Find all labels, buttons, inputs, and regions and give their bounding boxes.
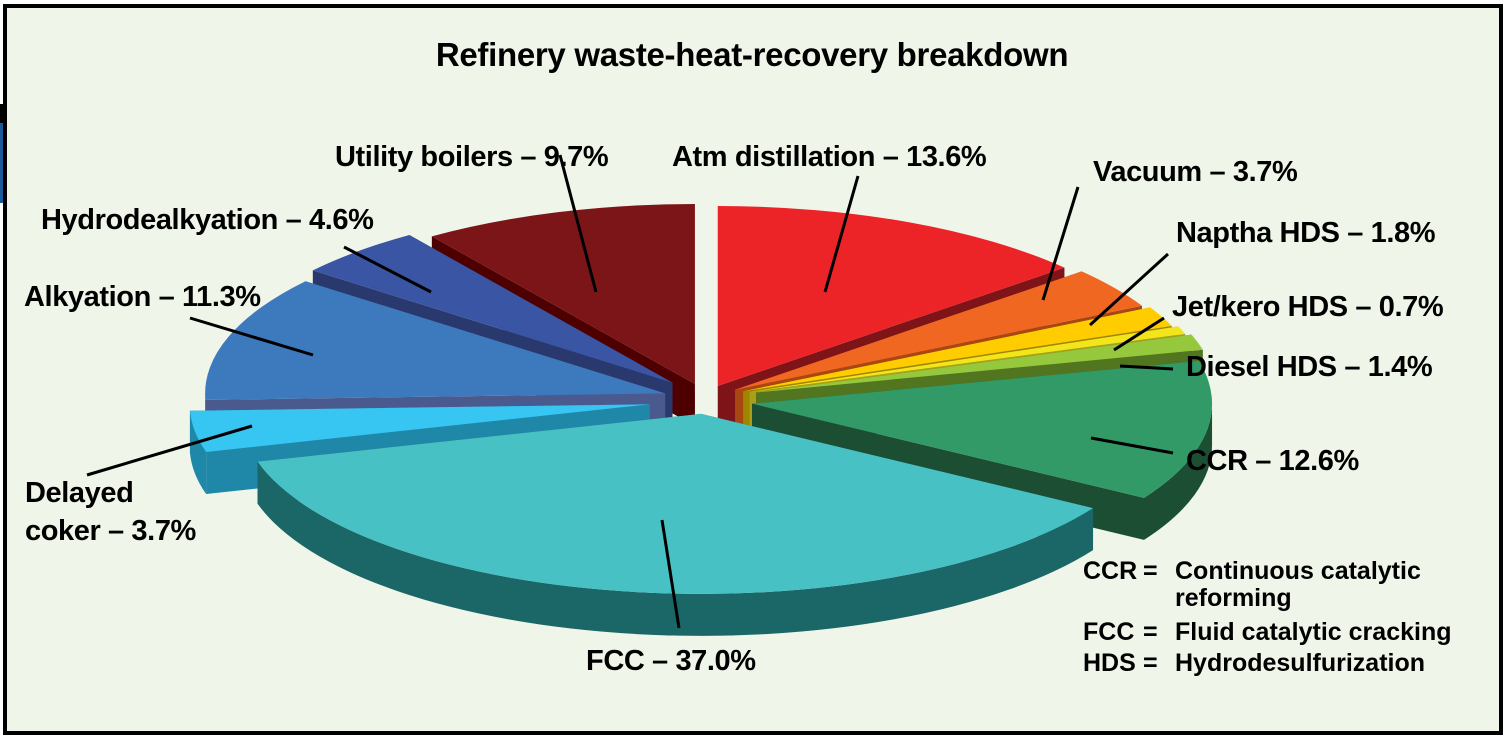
glossary-row-hds: HDS = Hydrodesulfurization <box>1083 648 1452 679</box>
glossary-abbr: HDS <box>1083 649 1136 677</box>
label-fcc: FCC – 37.0% <box>586 645 756 677</box>
glossary-abbr: FCC <box>1083 618 1135 646</box>
leader-jet-kero-hds <box>1113 316 1165 352</box>
label-vacuum: Vacuum – 3.7% <box>1093 156 1298 188</box>
chart-title: Refinery waste-heat-recovery breakdown <box>435 36 1069 73</box>
label-hydrodealkyation: Hydrodealkyation – 4.6% <box>41 204 374 236</box>
label-jet-kero-hds: Jet/kero HDS – 0.7% <box>1172 291 1444 323</box>
glossary-definition-cont: reforming <box>1175 584 1292 612</box>
label-ccr: CCR – 12.6% <box>1186 445 1359 477</box>
glossary-row-fcc: FCC = Fluid catalytic cracking <box>1083 617 1452 648</box>
leader-hydrodealkyation <box>343 245 432 294</box>
label-delayed-coker-line2: coker – 3.7% <box>25 515 196 547</box>
pie-slices <box>189 203 1213 636</box>
leader-ccr <box>1090 436 1174 455</box>
leader-alkyation <box>189 316 314 357</box>
glossary-definition: Continuous catalytic <box>1175 557 1421 585</box>
leader-vacuum <box>1041 186 1080 301</box>
glossary-definition: Fluid catalytic cracking <box>1175 618 1452 646</box>
leader-lines <box>86 154 1174 629</box>
pie-slice-fcc <box>257 413 1094 636</box>
edge-artifact <box>0 104 3 128</box>
glossary-row-ccr: CCR = Continuous catalytic <box>1083 556 1452 587</box>
abbreviation-glossary: CCR = Continuous catalytic reforming FCC… <box>1083 556 1452 679</box>
leader-utility-boilers <box>558 154 598 293</box>
label-delayed-coker-line1: Delayed <box>25 477 134 509</box>
leader-naptha-hds <box>1088 252 1170 327</box>
label-atm-distillation: Atm distillation – 13.6% <box>672 141 987 173</box>
label-alkyation: Alkyation – 11.3% <box>24 281 261 313</box>
edge-artifact <box>0 123 3 203</box>
glossary-abbr: CCR <box>1083 557 1138 585</box>
glossary-definition: Hydrodesulfurization <box>1175 649 1426 677</box>
label-naptha-hds: Naptha HDS – 1.8% <box>1176 217 1436 249</box>
glossary-equals: = <box>1143 618 1158 646</box>
glossary-equals: = <box>1143 557 1158 585</box>
leader-atm-distillation <box>823 175 860 293</box>
glossary-equals: = <box>1143 649 1158 677</box>
glossary-row-ccr-cont: reforming <box>1083 584 1452 612</box>
leader-diesel-hds <box>1119 364 1174 371</box>
label-diesel-hds: Diesel HDS – 1.4% <box>1186 351 1433 383</box>
label-utility-boilers: Utility boilers – 9.7% <box>335 141 609 173</box>
leader-delayed-coker <box>86 424 253 477</box>
leader-fcc <box>660 519 681 629</box>
